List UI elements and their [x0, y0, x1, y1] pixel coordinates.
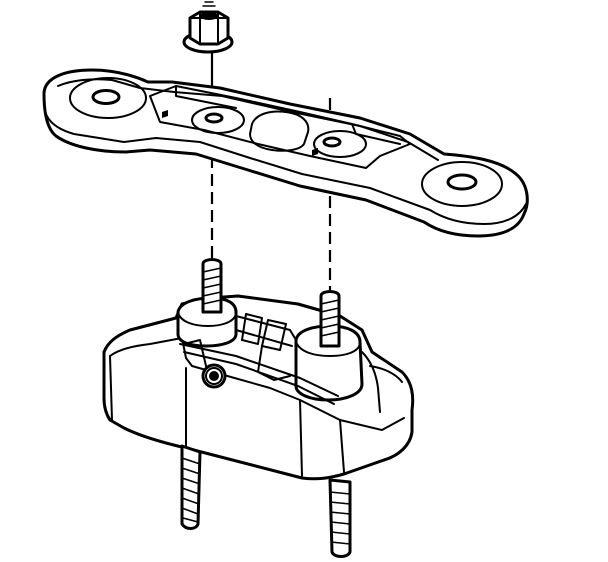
bracket-left-hole [91, 89, 121, 105]
lower-stud-left [180, 444, 202, 530]
bracket-front-edge [45, 113, 527, 225]
bracket [42, 68, 529, 238]
mount-strap [179, 343, 339, 405]
lower-stud-right [328, 478, 352, 558]
bracket-right-boss [421, 161, 503, 207]
mount-lower-studs [180, 444, 352, 558]
bracket-hole-pad-right [313, 130, 367, 158]
mount [102, 294, 415, 481]
nut [182, 1, 234, 54]
bracket-hole-pad-left [191, 106, 245, 134]
bracket-hole-right [322, 136, 342, 148]
mount-body [102, 294, 415, 481]
bracket-center-hump [249, 110, 310, 152]
mount-right-pad [294, 324, 364, 402]
bracket-hole-left [204, 112, 224, 124]
mount-channel [235, 313, 297, 351]
mount-front-face [109, 355, 345, 477]
studs [201, 258, 341, 348]
bracket-left-boss [69, 77, 147, 119]
bracket-right-hole [446, 173, 478, 191]
